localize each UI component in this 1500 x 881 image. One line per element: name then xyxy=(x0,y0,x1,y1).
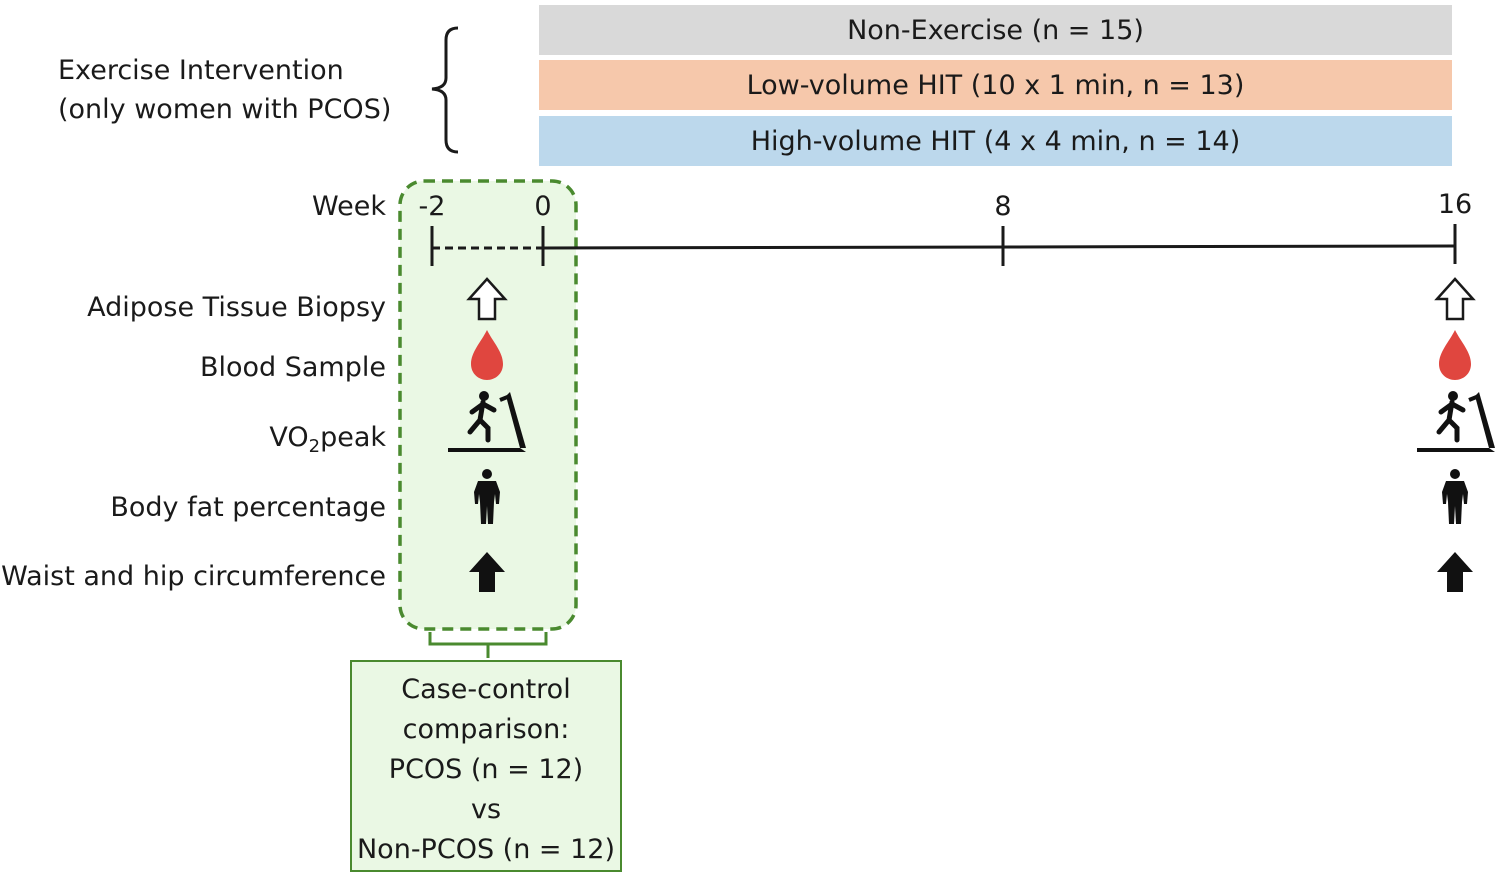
case-control-line: comparison: xyxy=(402,714,570,745)
open-arrow-up-icon xyxy=(466,277,508,321)
row-label-body-fat: Body fat percentage xyxy=(110,492,386,523)
filled-arrow-up-icon xyxy=(1437,552,1473,592)
intervention-label-line1: Exercise Intervention xyxy=(58,55,344,86)
treadmill-runner-icon xyxy=(448,391,526,452)
row-label-blood-sample: Blood Sample xyxy=(199,352,386,383)
filled-arrow-up-icon xyxy=(469,552,505,592)
vo2-subscript: 2 xyxy=(308,436,321,457)
tick-label-week-minus2: -2 xyxy=(418,191,446,222)
case-control-line: PCOS (n = 12) xyxy=(388,754,584,785)
open-arrow-up-icon xyxy=(1434,277,1476,321)
tick-label-week-16: 16 xyxy=(1437,189,1473,220)
tick-label-week-0: 0 xyxy=(534,191,552,222)
case-control-line: Non-PCOS (n = 12) xyxy=(356,834,615,865)
intervention-brace xyxy=(431,26,459,154)
blood-drop-icon xyxy=(471,330,503,380)
group-bar-label: Low-volume HIT (10 x 1 min, n = 13) xyxy=(746,69,1245,101)
group-bar-label: High-volume HIT (4 x 4 min, n = 14) xyxy=(750,125,1241,157)
case-control-line: vs xyxy=(470,794,502,825)
row-label-adipose-biopsy: Adipose Tissue Biopsy xyxy=(87,292,386,323)
group-bar-non-exercise: Non-Exercise (n = 15) xyxy=(539,5,1452,55)
vo2-end: peak xyxy=(320,422,386,453)
group-bar-label: Non-Exercise (n = 15) xyxy=(847,14,1144,46)
week-axis-label: Week xyxy=(312,191,386,222)
blood-drop-icon xyxy=(1439,330,1471,380)
case-control-box: Case-control comparison: PCOS (n = 12) v… xyxy=(350,660,622,872)
row-label-waist-hip: Waist and hip circumference xyxy=(1,561,386,592)
vo2-main: VO xyxy=(269,422,309,453)
treadmill-runner-icon xyxy=(1417,391,1495,452)
group-bar-high-volume-hit: High-volume HIT (4 x 4 min, n = 14) xyxy=(539,116,1452,166)
case-control-line: Case-control xyxy=(401,674,571,705)
tick-label-week-8: 8 xyxy=(994,191,1012,222)
human-body-icon xyxy=(1442,469,1468,524)
timeline-axis-line xyxy=(542,244,1456,250)
human-body-icon xyxy=(474,469,500,524)
row-label-vo2peak: VO2peak xyxy=(0,422,386,456)
intervention-label-line2: (only women with PCOS) xyxy=(58,94,392,125)
case-control-bracket xyxy=(428,632,548,658)
group-bar-low-volume-hit: Low-volume HIT (10 x 1 min, n = 13) xyxy=(539,60,1452,110)
